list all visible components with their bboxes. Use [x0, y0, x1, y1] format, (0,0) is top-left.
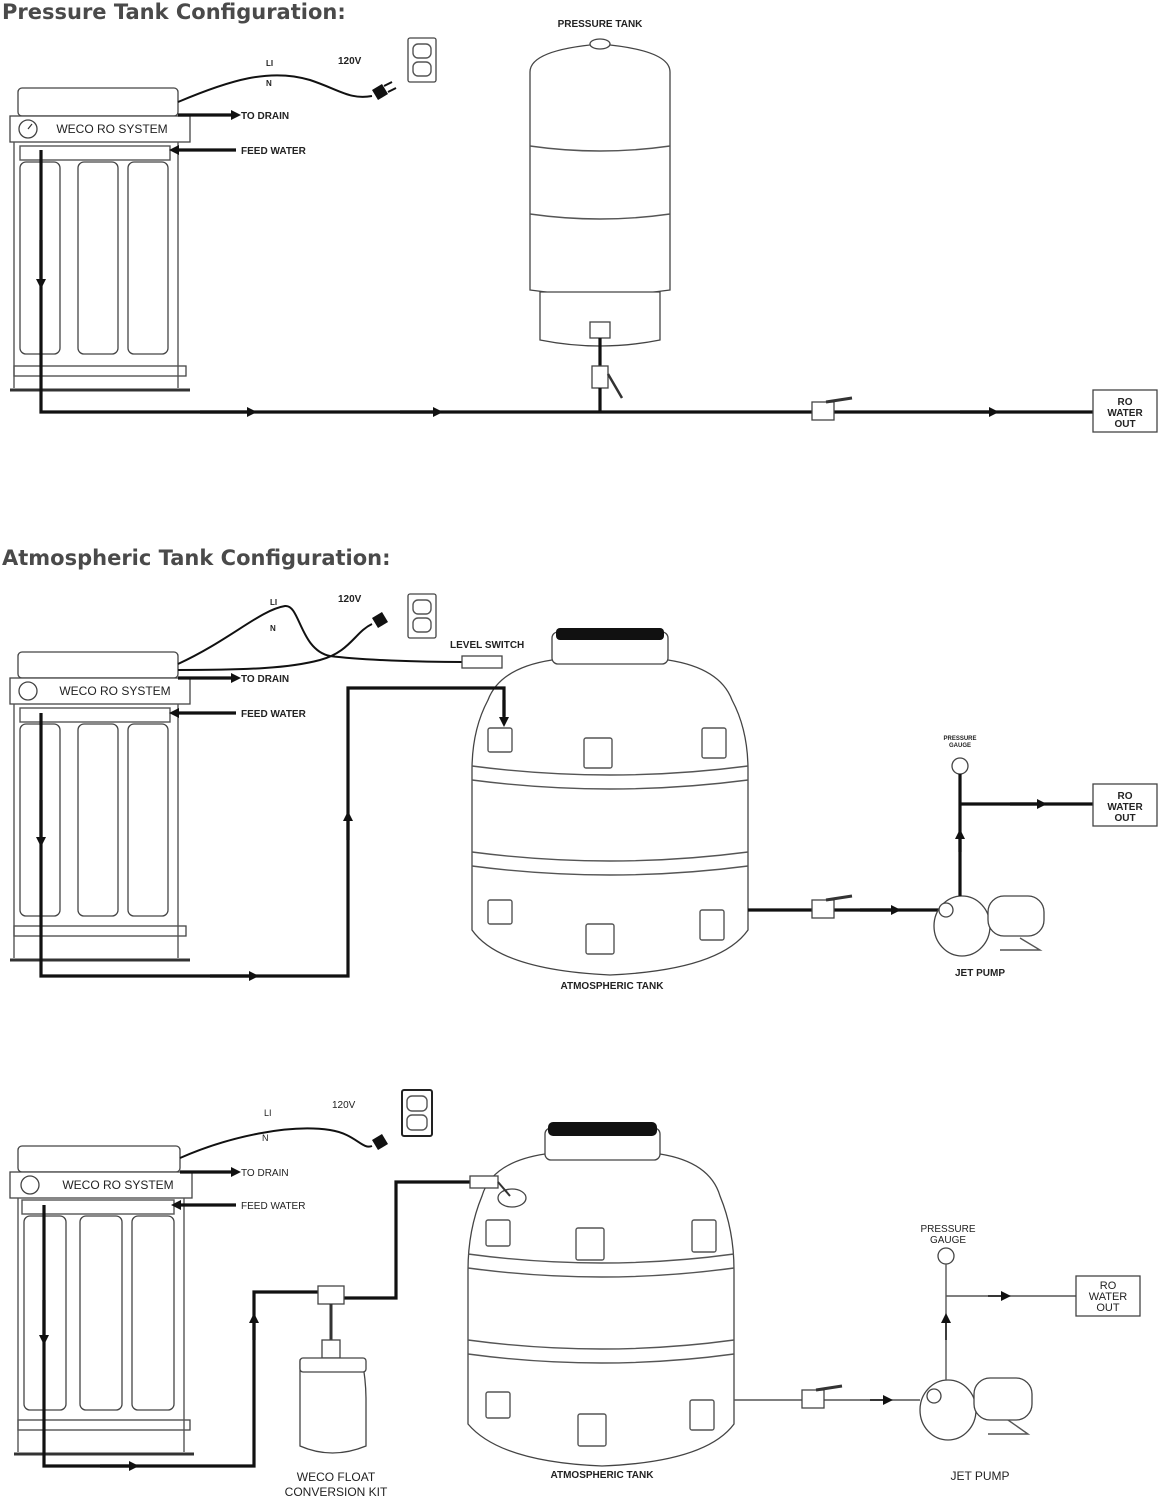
- power-plug-icon: [372, 84, 388, 100]
- atmospheric-tank: [471, 628, 749, 976]
- float-conversion-section: WECO RO SYSTEM TO DRAIN FEED WATER LI N …: [9, 1089, 1141, 1499]
- ro-water-out-label: WATER: [1107, 802, 1143, 813]
- ro-water-out-label: WATER: [1089, 1291, 1128, 1303]
- feed-water-label: FEED WATER: [241, 146, 307, 157]
- ro-system-unit: WECO RO SYSTEM: [9, 651, 191, 962]
- gauge-icon: [18, 681, 38, 701]
- ro-water-out-label: WATER: [1107, 408, 1143, 419]
- float-valve-icon: [497, 1188, 527, 1208]
- ro-system-label: WECO RO SYSTEM: [62, 1178, 173, 1192]
- ro-water-out-box: [1092, 783, 1158, 827]
- to-drain-label: TO DRAIN: [241, 111, 289, 122]
- pressure-gauge-icon: [951, 757, 969, 775]
- power-plug-icon: [372, 1134, 388, 1150]
- wall-outlet-icon: [407, 593, 437, 639]
- ball-valve-icon: [811, 894, 853, 919]
- filter-cartridge: [131, 1215, 175, 1411]
- wire-n-label: N: [262, 1133, 269, 1143]
- wire-l-label: LI: [266, 59, 273, 68]
- filter-cartridge: [77, 723, 119, 917]
- voltage-label: 120V: [338, 56, 362, 67]
- ro-system-label: WECO RO SYSTEM: [56, 122, 167, 136]
- ro-water-out-label: RO: [1118, 397, 1133, 408]
- jet-pump-label: JET PUMP: [955, 968, 1005, 979]
- atmospheric-section-title: Atmospheric Tank Configuration:: [2, 546, 391, 570]
- atmospheric-tank-section: WECO RO SYSTEM TO DRAIN FEED WATER LI N …: [9, 593, 1158, 992]
- tank-valve-icon: [591, 365, 609, 389]
- jet-pump: [919, 1377, 1033, 1441]
- voltage-label: 120V: [338, 594, 362, 605]
- ball-valve-icon: [801, 1384, 843, 1409]
- ro-water-out-label: OUT: [1096, 1302, 1120, 1314]
- wire-n-label: N: [266, 79, 272, 88]
- level-switch-icon: [461, 655, 503, 669]
- filter-cartridge: [127, 161, 169, 355]
- wall-outlet-icon: [407, 37, 437, 83]
- ro-water-out-label: OUT: [1114, 813, 1135, 824]
- pressure-gauge-label: PRESSURE: [920, 1224, 975, 1235]
- filter-cartridge: [79, 1215, 123, 1411]
- feed-water-label: FEED WATER: [241, 709, 307, 720]
- pressure-tank: [529, 38, 671, 399]
- feed-water-label: FEED WATER: [241, 1201, 305, 1212]
- pressure-tank-label: PRESSURE TANK: [558, 19, 644, 30]
- float-conversion-kit: [299, 1339, 367, 1454]
- atmospheric-tank-label: ATMOSPHERIC TANK: [561, 981, 665, 992]
- pressure-tank-section: WECO RO SYSTEM TO DRAIN FEED WATER LI N …: [9, 19, 1158, 433]
- pressure-gauge-label: GAUGE: [949, 743, 971, 749]
- ro-water-out-label: RO: [1100, 1280, 1117, 1292]
- jet-pump: [933, 895, 1045, 957]
- level-switch-label: LEVEL SWITCH: [450, 640, 524, 651]
- wire-l-label: LI: [264, 1108, 272, 1118]
- ro-water-out-box: [1075, 1275, 1141, 1317]
- float-kit-label: WECO FLOAT: [297, 1470, 376, 1484]
- filter-cartridge: [77, 161, 119, 355]
- ball-valve-icon: [811, 396, 853, 421]
- ro-system-label: WECO RO SYSTEM: [59, 684, 170, 698]
- power-plug-icon: [372, 612, 388, 628]
- wall-outlet-icon: [401, 1089, 433, 1137]
- pressure-section-title: Pressure Tank Configuration:: [2, 0, 346, 24]
- to-drain-label: TO DRAIN: [241, 1168, 289, 1179]
- to-drain-label: TO DRAIN: [241, 674, 289, 685]
- float-kit-label: CONVERSION KIT: [285, 1485, 388, 1499]
- ro-water-out-label: OUT: [1114, 419, 1135, 430]
- atmospheric-tank: [467, 1122, 735, 1467]
- ro-water-out-label: RO: [1118, 791, 1133, 802]
- wire-l-label: LI: [270, 598, 277, 607]
- filter-cartridge: [127, 723, 169, 917]
- pressure-gauge-icon: [937, 1247, 955, 1265]
- wire-n-label: N: [270, 624, 276, 633]
- ro-system-unit: WECO RO SYSTEM: [9, 1145, 194, 1456]
- ro-system-unit: WECO RO SYSTEM: [9, 87, 191, 392]
- ro-water-out-box: [1092, 389, 1158, 433]
- pressure-gauge-label: GAUGE: [930, 1235, 966, 1246]
- pressure-gauge-label: PRESSURE: [943, 736, 976, 742]
- voltage-label: 120V: [332, 1100, 356, 1111]
- jet-pump-label: JET PUMP: [950, 1469, 1009, 1483]
- atmospheric-tank-label: ATMOSPHERIC TANK: [551, 1470, 655, 1481]
- gauge-icon: [20, 1175, 40, 1195]
